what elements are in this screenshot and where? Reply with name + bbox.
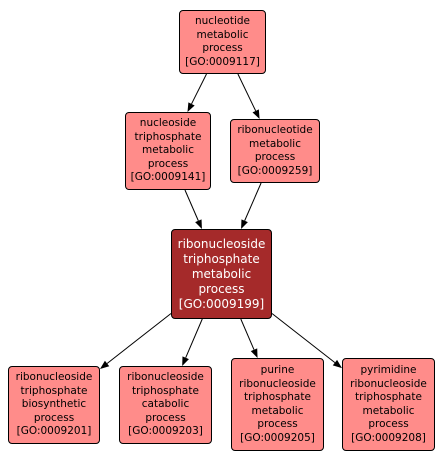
node-go-id: [GO:0009203] bbox=[128, 425, 203, 438]
node-label-line: ribonucleoside bbox=[239, 377, 316, 390]
node-label-line: ribonucleoside bbox=[15, 371, 93, 384]
edge-go-0009199-to-go-0009205 bbox=[240, 318, 255, 350]
node-label-line: metabolic bbox=[142, 144, 194, 157]
node-go-0009205[interactable]: purine ribonucleoside triphosphate metab… bbox=[231, 358, 324, 451]
node-label-line: triphosphate bbox=[20, 384, 88, 397]
node-label-line: catabolic bbox=[141, 398, 190, 411]
arrowhead-go-0009117-to-go-0009259 bbox=[252, 109, 260, 119]
arrowhead-go-0009141-to-go-0009199 bbox=[195, 219, 202, 229]
edge-go-0009141-to-go-0009199 bbox=[184, 189, 199, 221]
node-label-line: triphosphate bbox=[183, 251, 260, 266]
arrowhead-go-0009199-to-go-0009205 bbox=[250, 348, 258, 358]
node-go-0009141[interactable]: nucleoside triphosphate metabolic proces… bbox=[125, 112, 211, 190]
node-label-line: process bbox=[368, 418, 409, 430]
node-label-line: process bbox=[254, 151, 296, 163]
node-label-line: process bbox=[145, 411, 186, 424]
node-go-id: [GO:0009117] bbox=[185, 55, 260, 68]
node-label-line: metabolic bbox=[362, 404, 415, 417]
node-label-line: process bbox=[198, 281, 245, 296]
edge-go-0009199-to-go-0009201 bbox=[106, 313, 172, 364]
node-label-line: triphosphate bbox=[132, 384, 199, 397]
edge-go-0009199-to-go-0009203 bbox=[185, 318, 203, 358]
node-label-line: process bbox=[33, 411, 75, 424]
arrowhead-go-0009117-to-go-0009141 bbox=[187, 102, 195, 112]
node-label-line: pyrimidine bbox=[360, 364, 417, 376]
node-go-id: [GO:0009205] bbox=[240, 431, 315, 444]
node-label-line: triphosphate bbox=[134, 130, 202, 143]
node-go-id: [GO:0009199] bbox=[178, 296, 265, 311]
node-go-id: [GO:0009141] bbox=[130, 171, 206, 184]
node-label-line: process bbox=[202, 42, 243, 54]
node-label-line: nucleotide bbox=[194, 15, 251, 27]
node-label-line: purine bbox=[260, 364, 295, 376]
arrowhead-go-0009199-to-go-0009203 bbox=[182, 356, 189, 366]
node-label-line: nucleoside bbox=[139, 117, 197, 130]
arrowhead-go-0009199-to-go-0009201 bbox=[100, 360, 110, 370]
node-label-line: metabolic bbox=[249, 137, 301, 150]
edge-go-0009259-to-go-0009199 bbox=[244, 182, 262, 221]
node-label-line: process bbox=[147, 157, 189, 170]
node-go-id: [GO:0009259] bbox=[237, 164, 313, 177]
edge-go-0009117-to-go-0009259 bbox=[237, 73, 257, 112]
node-label-line: ribonucleotide bbox=[237, 124, 313, 136]
node-go-id: [GO:0009201] bbox=[16, 425, 92, 438]
node-label-line: ribonucleoside bbox=[127, 371, 204, 384]
node-label-line: triphosphate bbox=[355, 391, 422, 403]
node-label-line: metabolic bbox=[191, 266, 252, 281]
edge-go-0009199-to-go-0009208 bbox=[271, 313, 336, 364]
node-label-line: metabolic bbox=[251, 404, 304, 417]
node-go-0009203[interactable]: ribonucleoside triphosphate catabolic pr… bbox=[119, 366, 212, 444]
node-label-line: metabolic bbox=[196, 28, 249, 41]
edge-go-0009117-to-go-0009141 bbox=[191, 73, 207, 105]
node-label-line: process bbox=[257, 418, 298, 430]
node-go-0009117[interactable]: nucleotide metabolic process [GO:0009117… bbox=[179, 10, 266, 74]
node-go-0009259[interactable]: ribonucleotide metabolic process [GO:000… bbox=[230, 119, 320, 183]
node-label-line: triphosphate bbox=[244, 391, 311, 403]
node-label-line: ribonucleoside bbox=[177, 236, 266, 251]
node-label-line: biosynthetic bbox=[21, 398, 87, 411]
arrowhead-go-0009199-to-go-0009208 bbox=[332, 359, 342, 369]
node-go-0009208[interactable]: pyrimidine ribonucleoside triphosphate m… bbox=[342, 358, 435, 451]
node-go-id: [GO:0009208] bbox=[351, 431, 426, 444]
arrowhead-go-0009259-to-go-0009199 bbox=[241, 219, 248, 229]
node-label-line: ribonucleoside bbox=[350, 377, 427, 390]
node-go-0009199[interactable]: ribonucleoside triphosphate metabolic pr… bbox=[171, 229, 272, 319]
node-go-0009201[interactable]: ribonucleoside triphosphate biosynthetic… bbox=[8, 366, 100, 444]
